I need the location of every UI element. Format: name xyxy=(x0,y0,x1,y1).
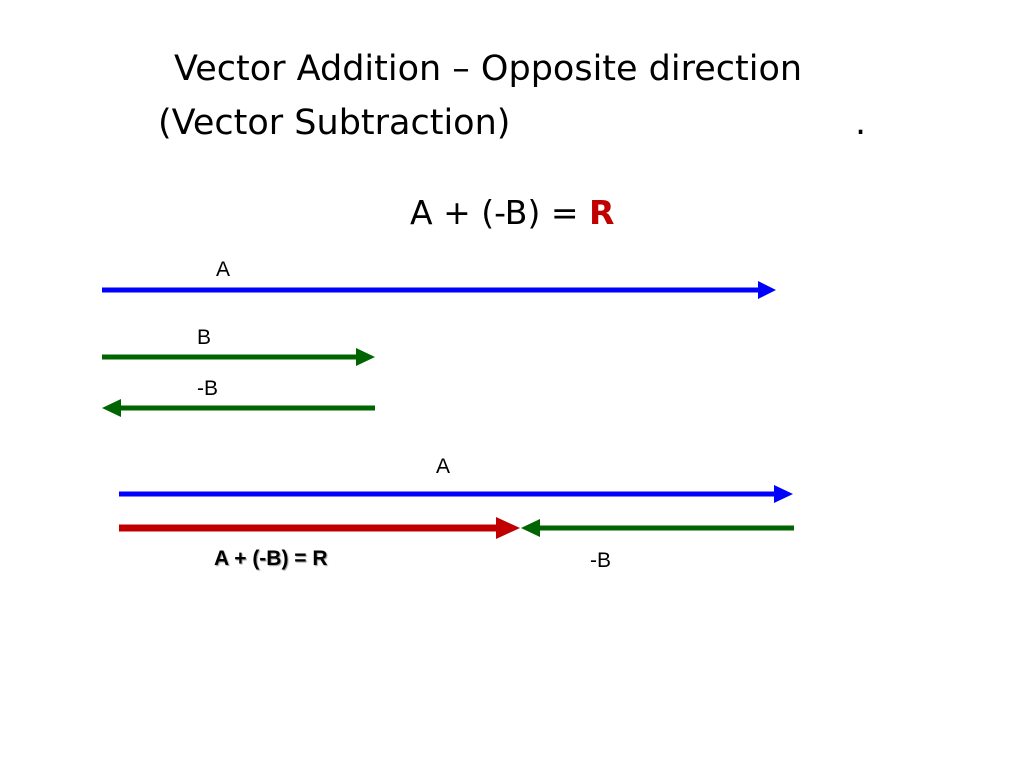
vector-neg-b-bottom-label: -B xyxy=(590,549,611,572)
vector-b-arrowhead xyxy=(356,348,375,366)
vector-b xyxy=(102,348,375,366)
vector-neg-b-top-arrowhead xyxy=(102,399,121,417)
vector-a-bottom xyxy=(119,485,793,503)
vector-b-label: B xyxy=(197,326,212,349)
vector-a-top xyxy=(102,281,776,299)
slide-title-line-2: (Vector Subtraction) xyxy=(158,103,511,143)
result-label: A + (-B) = R xyxy=(214,547,328,570)
equation: A + (-B) = R xyxy=(410,196,614,229)
vector-a-top-arrowhead xyxy=(758,281,776,299)
slide-title-line-1: Vector Addition – Opposite direction xyxy=(174,49,803,89)
vector-result-arrowhead xyxy=(496,517,520,539)
equation-lhs: A + (-B) = xyxy=(410,193,589,232)
vector-neg-b-top-label: -B xyxy=(197,377,218,400)
slide-title-dot: . xyxy=(855,103,867,143)
vector-a-top-label: A xyxy=(216,258,231,281)
vector-neg-b-top xyxy=(102,399,375,417)
vector-a-bottom-arrowhead xyxy=(774,485,793,503)
vector-neg-b-bottom xyxy=(521,519,794,537)
vector-neg-b-bottom-arrowhead xyxy=(521,519,540,537)
equation-result-symbol: R xyxy=(588,193,615,232)
vector-result xyxy=(119,517,520,539)
vector-a-bottom-label: A xyxy=(436,455,451,478)
